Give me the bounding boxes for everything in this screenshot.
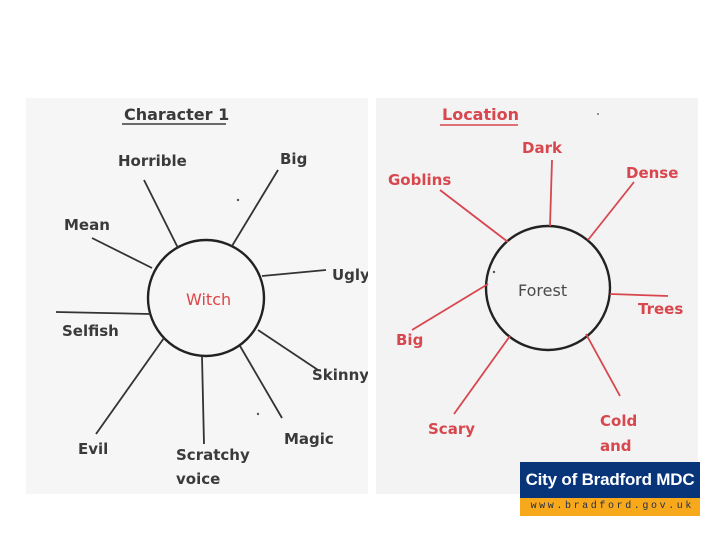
character-spokes <box>55 169 327 445</box>
spoke-trees <box>609 293 669 297</box>
location-spokes <box>411 159 669 415</box>
logo-url-bar: www.bradford.gov.uk <box>520 498 700 516</box>
word-goblins: Goblins <box>388 171 451 189</box>
word-trees: Trees <box>638 300 683 318</box>
spoke-ugly <box>261 269 327 277</box>
bradford-logo: City of Bradford MDC www.bradford.gov.uk <box>520 462 700 516</box>
spoke-big <box>411 283 489 331</box>
spoke-magic <box>239 345 283 419</box>
word-voice: voice <box>176 470 220 488</box>
spoke-cold <box>585 333 621 397</box>
spoke-dark <box>549 159 553 227</box>
pencil-dot <box>597 113 599 115</box>
logo-name: City of Bradford MDC <box>520 462 700 498</box>
spoke-evil <box>95 337 165 435</box>
pencil-dot <box>492 270 496 274</box>
spoke-selfish <box>55 311 151 315</box>
word-ugly: Ugly <box>332 266 368 284</box>
logo-url: www.bradford.gov.uk <box>530 501 694 512</box>
location-map-drawing: Location Forest Dark Dense Goblins Trees… <box>388 105 683 455</box>
spoke-horrible <box>143 179 179 249</box>
word-and: and <box>600 437 632 455</box>
location-mind-map: Location Forest Dark Dense Goblins Trees… <box>376 98 698 494</box>
pencil-dot <box>256 412 260 416</box>
word-scary: Scary <box>428 420 475 438</box>
word-scratchy: Scratchy <box>176 446 250 464</box>
pencil-dot <box>236 198 240 202</box>
word-magic: Magic <box>284 430 334 448</box>
word-evil: Evil <box>78 440 108 458</box>
word-big: Big <box>280 150 307 168</box>
spoke-dense <box>587 181 635 241</box>
spoke-scary <box>453 335 511 415</box>
word-dense: Dense <box>626 164 678 182</box>
character-centre-circle <box>146 238 266 358</box>
word-big: Big <box>396 331 423 349</box>
word-cold: Cold <box>600 412 637 430</box>
character-centre-label: Witch <box>186 290 231 309</box>
word-selfish: Selfish <box>62 322 119 340</box>
spoke-scratchy <box>201 355 205 445</box>
character-map-title: Character 1 <box>124 105 229 124</box>
word-mean: Mean <box>64 216 110 234</box>
word-dark: Dark <box>522 139 563 157</box>
location-centre-circle <box>484 224 612 352</box>
spoke-skinny <box>257 329 319 371</box>
character-mind-map: Character 1 Witch Horrible Big Mean Ugly… <box>26 98 368 494</box>
word-skinny: Skinny <box>312 366 368 384</box>
character-map-drawing: Character 1 Witch Horrible Big Mean Ugly… <box>55 105 368 488</box>
spoke-big <box>231 169 279 247</box>
word-horrible: Horrible <box>118 152 187 170</box>
location-map-title: Location <box>442 105 519 124</box>
spoke-mean <box>91 237 153 269</box>
location-centre-label: Forest <box>518 281 567 300</box>
spoke-goblins <box>439 189 509 243</box>
